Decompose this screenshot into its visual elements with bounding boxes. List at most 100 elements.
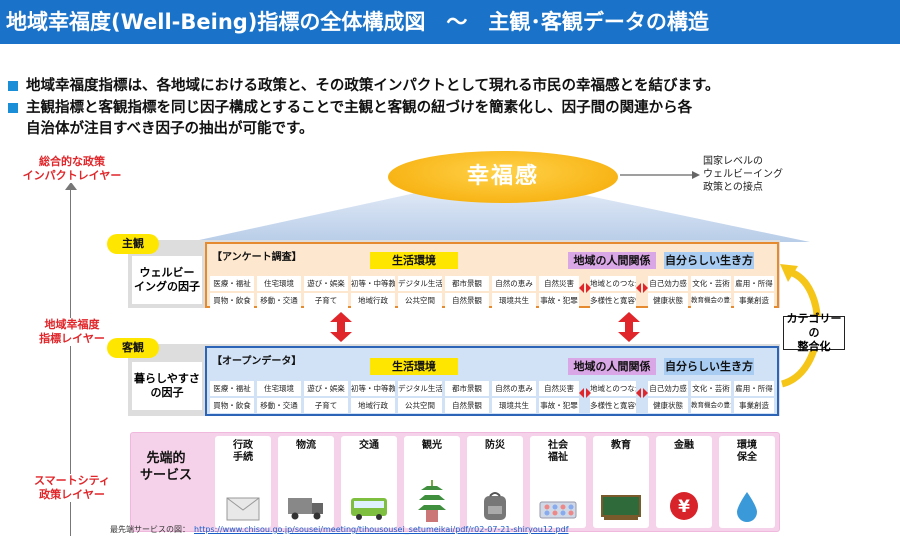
service-card: 防災 — [467, 436, 523, 528]
cell-self: 教育機会の豊かさ — [691, 398, 731, 413]
smart-layer-label: スマートシティ政策レイヤー — [18, 474, 126, 502]
service-label: 福祉 — [548, 452, 568, 463]
cell-life: 子育て — [304, 293, 348, 308]
blackboard-icon — [601, 495, 641, 520]
page-title: 地域幸福度(Well-Being)指標の全体構成図 ～ 主観･客観データの構造 — [0, 0, 900, 44]
national-arrow-icon — [620, 171, 700, 179]
services-list: 行政手続 物流 交通 観光 防災 社会福祉 教育 金融 ¥ 環境保全 — [215, 436, 775, 530]
cell-life: 都市景観 — [445, 276, 489, 291]
national-note-line: ウェルビーイング — [703, 169, 783, 180]
cell-life: 地域行政 — [351, 398, 395, 413]
service-label: 環境 — [737, 440, 757, 451]
source-prefix: 最先端サービスの図： — [110, 525, 186, 534]
bullet-text: 主観指標と客観指標を同じ因子構成とすることで主観と客観の紐づけを簡素化し、因子間… — [26, 100, 693, 116]
cell-life: 移動・交通 — [257, 398, 301, 413]
cell-self: 教育機会の豊かさ — [691, 293, 731, 308]
subjective-label: ウェルビーイングの因子 — [132, 256, 202, 304]
cell-self: 自己効力感 — [648, 276, 688, 291]
cell-life: 自然災害 — [539, 276, 579, 291]
cell-self: 文化・芸術 — [691, 381, 731, 396]
cell-relations: 多様性と寛容性 — [590, 293, 636, 308]
cell-life: 遊び・娯楽 — [304, 276, 348, 291]
layer-label-line: 総合的な政策 — [39, 155, 105, 168]
cell-life: デジタル生活 — [398, 276, 442, 291]
source-link[interactable]: https://www.chisou.go.jp/sousei/meeting/… — [194, 525, 569, 534]
layer-label-line: スマートシティ — [33, 474, 110, 487]
row-label-line: の因子 — [150, 386, 184, 399]
svg-text:¥: ¥ — [678, 497, 690, 517]
cell-life: 医療・福祉 — [210, 276, 254, 291]
happiness-ellipse: 幸福感 — [388, 151, 618, 203]
link-arrow-icon — [330, 312, 352, 342]
service-label: 保全 — [737, 452, 757, 463]
service-label: 行政 — [233, 440, 253, 451]
bullet-1: 地域幸福度指標は、各地域における政策と、その政策インパクトとして現れる市民の幸福… — [8, 76, 898, 96]
category-relations-objective: 地域の人間関係 — [568, 358, 656, 375]
cell-life: 買物・飲食 — [210, 293, 254, 308]
cell-life: 住宅環境 — [257, 381, 301, 396]
envelope-icon — [226, 497, 260, 521]
impact-layer-label: 総合的な政策インパクトレイヤー — [18, 155, 126, 183]
layer-label-line: 政策レイヤー — [39, 488, 105, 501]
service-card: 教育 — [593, 436, 649, 528]
pills-icon — [539, 501, 577, 519]
cell-relations: 地域とのつながり — [590, 381, 636, 396]
cell-life: 医療・福祉 — [210, 381, 254, 396]
cell-life: 環境共生 — [492, 398, 536, 413]
cell-life: デジタル生活 — [398, 381, 442, 396]
services-lead: 先端的サービス — [136, 450, 196, 484]
category-relations-subjective: 地域の人間関係 — [568, 252, 656, 269]
layer-label-line: 地域幸福度 — [44, 318, 100, 331]
backpack-icon — [484, 492, 506, 520]
layer-axis-line — [70, 186, 71, 536]
category-match-box: カテゴリーの整合化 — [783, 312, 845, 353]
service-card: 金融 ¥ — [656, 436, 712, 528]
cell-relations: 地域とのつながり — [590, 276, 636, 291]
relation-arrow-icon — [579, 283, 591, 293]
cell-life: 事故・犯罪 — [539, 398, 579, 413]
bus-icon — [351, 498, 387, 520]
objective-tag: 客観 — [107, 338, 159, 358]
pagoda-icon — [418, 480, 446, 522]
service-label: 物流 — [296, 440, 316, 451]
happiness-projection-shape — [190, 192, 810, 242]
service-card: 社会福祉 — [530, 436, 586, 528]
services-lead-line: サービス — [139, 468, 192, 483]
cell-life: 子育て — [304, 398, 348, 413]
water-drop-icon — [737, 492, 757, 522]
subjective-tag: 主観 — [107, 234, 159, 254]
cell-relations: 多様性と寛容性 — [590, 398, 636, 413]
cell-life: 自然の恵み — [492, 381, 536, 396]
layer-axis-arrow-icon — [65, 182, 77, 190]
relation-arrow-icon — [636, 388, 648, 398]
cell-life: 自然災害 — [539, 381, 579, 396]
cell-life: 地域行政 — [351, 293, 395, 308]
service-label: 観光 — [422, 440, 442, 451]
bullet-text: 地域幸福度指標は、各地域における政策と、その政策インパクトとして現れる市民の幸福… — [26, 78, 720, 94]
relation-arrow-icon — [636, 283, 648, 293]
source-note: 最先端サービスの図： https://www.chisou.go.jp/sous… — [110, 524, 569, 535]
cell-life: 自然景観 — [445, 293, 489, 308]
relation-arrow-icon — [579, 388, 591, 398]
cell-life: 住宅環境 — [257, 276, 301, 291]
layer-label-line: インパクトレイヤー — [22, 169, 122, 182]
bullet-square-icon — [8, 103, 18, 113]
row-label-line: 暮らしやすさ — [134, 372, 200, 385]
survey-panel-title: 【アンケート調査】 — [212, 252, 302, 263]
category-life-subjective: 生活環境 — [370, 252, 458, 269]
link-arrow-icon — [618, 312, 640, 342]
service-card: 行政手続 — [215, 436, 271, 528]
national-note-line: 政策との接点 — [703, 182, 763, 193]
national-note-line: 国家レベルの — [703, 156, 763, 167]
service-label: 社会 — [548, 440, 568, 451]
cell-self: 健康状態 — [648, 293, 688, 308]
service-label: 手続 — [233, 452, 253, 463]
services-lead-line: 先端的 — [146, 451, 186, 466]
cell-self: 雇用・所得 — [734, 276, 774, 291]
category-match-line: 整合化 — [797, 340, 831, 353]
row-label-line: イングの因子 — [134, 280, 200, 293]
truck-icon — [288, 498, 323, 520]
layer-label-line: 指標レイヤー — [39, 332, 105, 345]
service-card: 観光 — [404, 436, 460, 528]
cell-life: 遊び・娯楽 — [304, 381, 348, 396]
